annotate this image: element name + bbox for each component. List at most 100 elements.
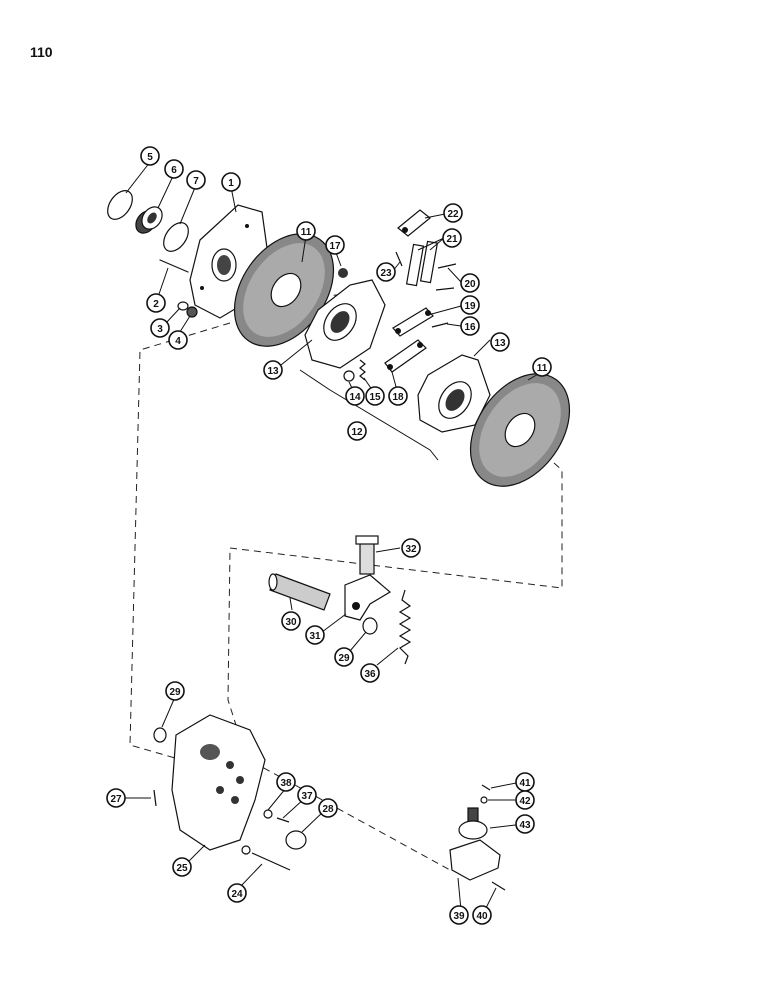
callout-23: 23 [376,262,396,282]
callout-32: 32 [401,538,421,558]
callout-3: 3 [150,318,170,338]
svg-text:1: 1 [228,178,234,189]
callout-19: 19 [460,295,480,315]
callout-5: 5 [140,146,160,166]
part-spring-36 [398,589,412,665]
callout-30: 30 [281,611,301,631]
svg-text:39: 39 [453,911,465,922]
part-washer-3 [177,301,189,311]
svg-text:30: 30 [285,617,297,628]
callout-1: 1 [221,172,241,192]
svg-text:14: 14 [349,392,361,403]
callout-7: 7 [186,170,206,190]
callout-2: 2 [146,293,166,313]
part-clevis-22 [397,209,431,237]
part-screw-41 [481,784,491,791]
callout-11-lower: 11 [532,357,552,377]
svg-text:12: 12 [351,427,363,438]
svg-text:42: 42 [519,796,531,807]
page-number: 110 [30,44,53,60]
part-link-18 [384,339,427,373]
svg-text:29: 29 [169,687,181,698]
svg-text:15: 15 [369,392,381,403]
part-bushing-28 [285,830,307,850]
svg-text:21: 21 [446,234,458,245]
svg-text:17: 17 [329,241,341,252]
callout-4: 4 [168,330,188,350]
part-shaft-30 [268,573,331,611]
part-bolt-40 [491,881,506,891]
callout-25: 25 [172,857,192,877]
svg-text:38: 38 [280,778,292,789]
svg-text:16: 16 [464,322,476,333]
callout-28: 28 [318,798,338,818]
callout-leaders [123,161,541,913]
part-pin-27 [153,789,157,807]
svg-text:3: 3 [157,324,163,335]
callout-37: 37 [297,785,317,805]
part-o-ring-7 [163,222,189,252]
part-lever-31 [344,574,392,621]
svg-text:37: 37 [301,791,313,802]
svg-text:36: 36 [364,669,376,680]
callout-13-front: 13 [263,360,283,380]
part-washer-29-shaft [362,617,378,635]
callout-17: 17 [325,235,345,255]
callout-13-rear: 13 [490,332,510,352]
callout-15: 15 [365,386,385,406]
svg-text:41: 41 [519,778,531,789]
part-washer-38 [263,809,273,819]
part-housing-25 [171,714,266,851]
callout-27: 27 [106,788,126,808]
svg-text:28: 28 [322,804,334,815]
svg-text:23: 23 [380,268,392,279]
svg-text:22: 22 [447,209,459,220]
callout-16: 16 [460,316,480,336]
svg-text:4: 4 [175,336,181,347]
part-spring-15 [359,359,366,381]
svg-text:6: 6 [171,165,177,176]
svg-text:13: 13 [494,338,506,349]
callout-24: 24 [227,883,247,903]
part-bolt-32 [355,535,379,575]
svg-text:43: 43 [519,820,531,831]
svg-text:13: 13 [267,366,279,377]
svg-text:31: 31 [309,631,321,642]
callout-42: 42 [515,790,535,810]
callout-12: 12 [347,421,367,441]
callout-40: 40 [472,905,492,925]
svg-text:11: 11 [301,227,312,238]
svg-text:2: 2 [153,299,159,310]
callout-38: 38 [276,772,296,792]
svg-text:25: 25 [176,863,188,874]
svg-text:5: 5 [147,152,153,163]
callout-43: 43 [515,814,535,834]
part-ball-17 [338,268,348,278]
callout-6: 6 [164,159,184,179]
svg-text:29: 29 [338,653,350,664]
part-ball-14 [343,370,355,382]
callout-41: 41 [515,772,535,792]
callout-21: 21 [442,228,462,248]
part-switch-43 [458,807,488,840]
svg-text:11: 11 [537,363,548,374]
part-bracket-12-line [299,369,439,461]
part-bolt-16 [431,322,449,328]
part-screw-37 [276,817,290,823]
part-bracket-39 [449,839,501,881]
part-actuator-13-rear [417,354,491,433]
svg-text:27: 27 [110,794,122,805]
part-bolts-20 [435,263,457,291]
part-washer-42 [480,796,488,804]
svg-text:32: 32 [405,544,417,555]
callout-29-shaft: 29 [334,647,354,667]
svg-text:24: 24 [231,889,243,900]
svg-text:19: 19 [464,301,476,312]
part-brake-disc-11-upper [233,233,335,347]
part-bearing-6 [135,206,163,234]
svg-text:40: 40 [476,911,488,922]
callout-39: 39 [449,905,469,925]
callout-31: 31 [305,625,325,645]
part-link-19 [392,307,434,337]
